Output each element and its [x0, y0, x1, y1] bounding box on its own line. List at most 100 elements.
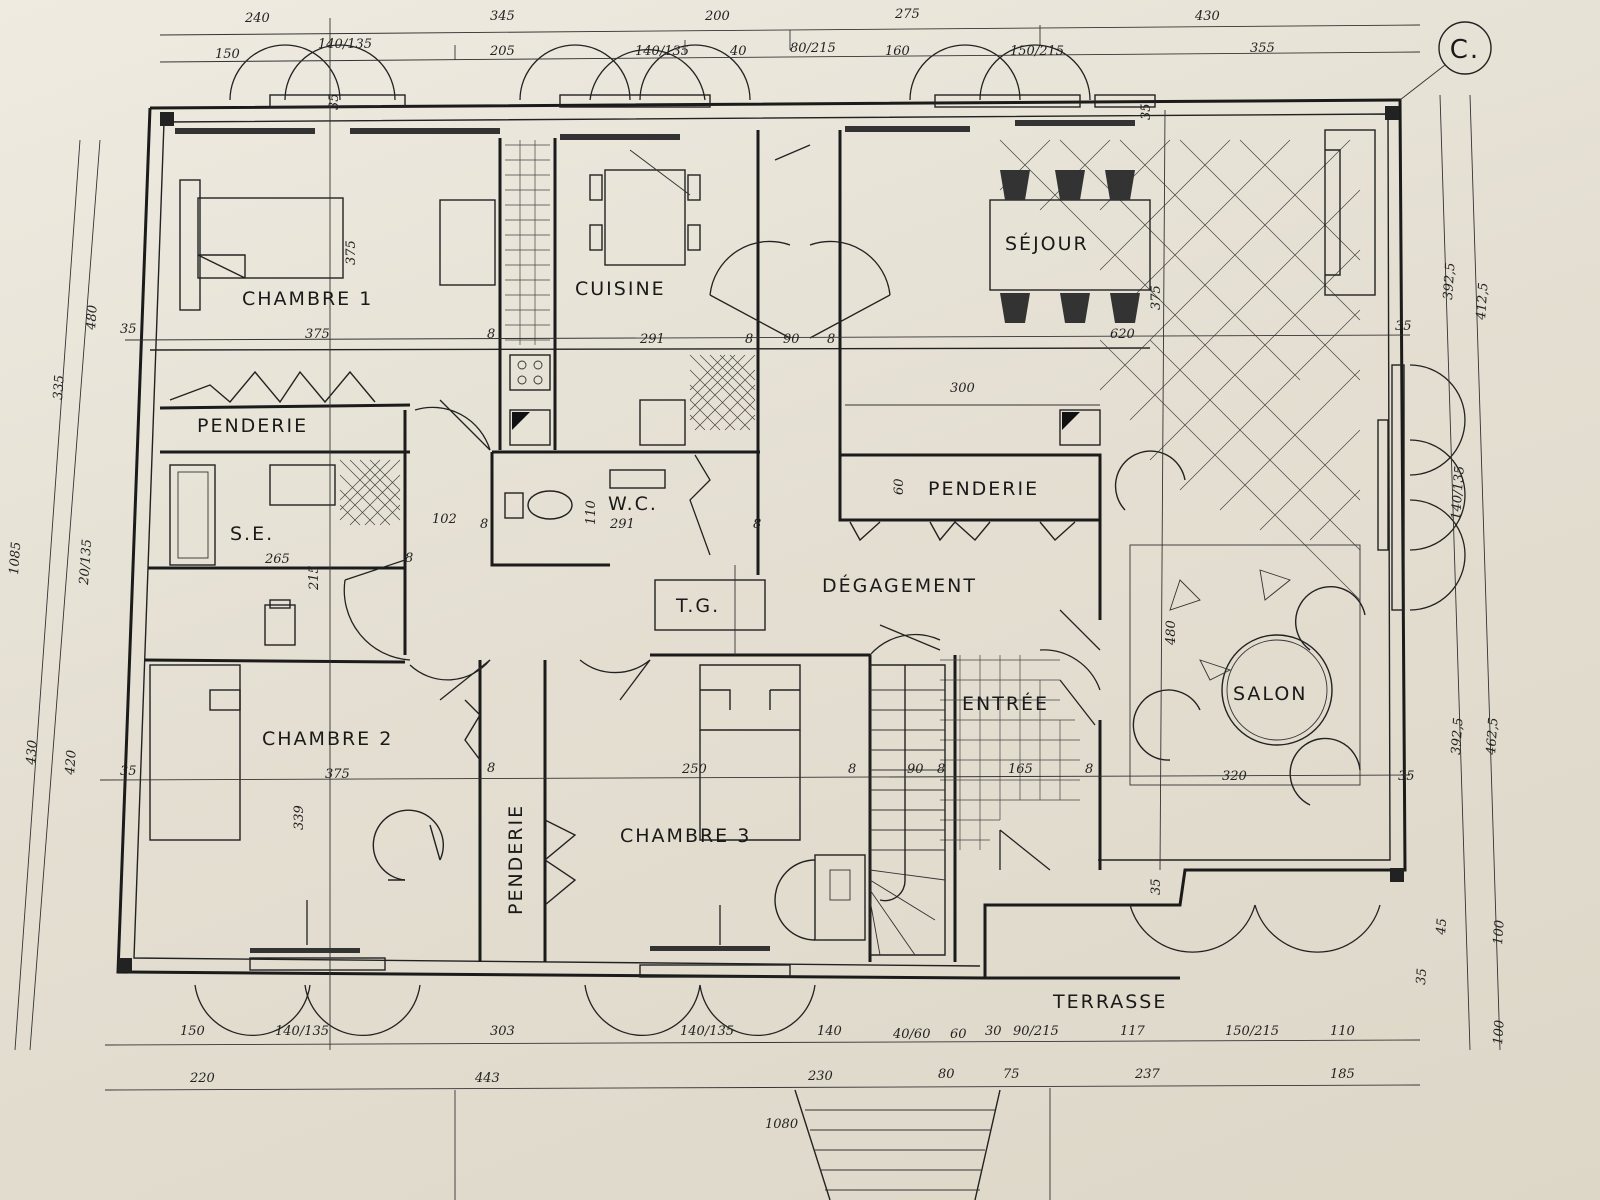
- dim-bot2-2: 443: [474, 1071, 500, 1086]
- staircase: [869, 664, 946, 956]
- dim-int-l-6: 90: [907, 762, 924, 777]
- dim-misc-339: 339: [292, 805, 307, 830]
- dim-top-1: 240: [244, 11, 270, 26]
- dim-misc-480: 480: [1164, 620, 1179, 646]
- dim-int-u-1: 35: [120, 322, 137, 337]
- dim-bot-6: 40/60: [892, 1027, 930, 1042]
- right-windows: [1377, 364, 1466, 611]
- dim-misc-60: 60: [892, 478, 907, 495]
- interior-walls: [144, 130, 1151, 962]
- dim-int-u-7: 8: [827, 332, 835, 347]
- top-windows: [175, 44, 1156, 140]
- label-penderie-2: PENDERIE: [928, 478, 1039, 500]
- dim-int-l-10: 320: [1222, 769, 1247, 784]
- interior-doors: [343, 144, 1101, 871]
- dim-right-1: 392,5: [1441, 262, 1459, 300]
- dim-int-l-5: 8: [848, 762, 856, 777]
- label-chambre-2: CHAMBRE 2: [262, 728, 393, 750]
- dim-top-2: 345: [490, 9, 515, 24]
- wardrobe-doors: [169, 370, 1076, 906]
- dim-left-1: 480: [84, 304, 101, 331]
- dim-int-l-1: 35: [120, 764, 137, 779]
- dim-top2-1: 150: [215, 47, 240, 62]
- label-salon: SALON: [1233, 683, 1308, 705]
- dim-int-u-9: 35: [1395, 319, 1412, 334]
- label-tableau-general: T.G.: [675, 595, 720, 617]
- label-salle-eau: S.E.: [230, 523, 274, 545]
- dim-bot-10: 117: [1120, 1024, 1146, 1039]
- label-sejour: SÉJOUR: [1005, 232, 1089, 255]
- dim-int-l-4: 250: [681, 762, 707, 777]
- dim-bot2-5: 75: [1003, 1067, 1020, 1082]
- dim-right-4: 392,5: [1449, 717, 1467, 755]
- dim-top2-5: 40: [729, 44, 747, 59]
- dim-top2-9: 355: [1250, 41, 1275, 56]
- dim-misc-291: 291: [609, 517, 635, 532]
- dim-misc-35b: 35: [327, 93, 342, 110]
- dim-int-l-8: 165: [1008, 762, 1033, 777]
- dim-bot-2: 140/135: [275, 1024, 329, 1039]
- dim-misc-300: 300: [950, 381, 975, 396]
- dim-misc-375b: 375: [344, 240, 359, 265]
- dim-left-3: 1085: [7, 541, 24, 575]
- kitchen-counter-tiles: [505, 140, 550, 345]
- dim-right-5: 462,5: [1484, 717, 1502, 756]
- exterior-walls: [116, 98, 1407, 980]
- dim-int-u-6: 90: [783, 332, 800, 347]
- dimension-texts: 240 345 200 275 430 150 140/135 205 140/…: [7, 7, 1508, 1132]
- dim-top-5: 430: [1194, 9, 1220, 24]
- dim-misc-215: 215: [307, 565, 322, 591]
- dim-left-2: 335: [51, 374, 68, 400]
- dim-bot-11: 150/215: [1225, 1024, 1279, 1039]
- dim-bot-9: 90/215: [1013, 1024, 1059, 1039]
- dim-left-5: 420: [63, 749, 80, 776]
- label-entree: ENTRÉE: [962, 692, 1049, 715]
- dim-int-l-2: 375: [325, 767, 350, 782]
- section-marker-label: C.: [1450, 35, 1480, 65]
- tg-panel: [654, 579, 766, 631]
- dim-int-l-3: 8: [487, 761, 495, 776]
- dim-bot2-4: 80: [938, 1067, 955, 1082]
- dim-right-7: 100: [1491, 919, 1508, 945]
- hatched-areas: [339, 139, 1361, 850]
- dim-bot2-6: 237: [1134, 1067, 1161, 1082]
- dim-bot-7: 60: [950, 1027, 967, 1042]
- label-penderie-3: PENDERIE: [505, 804, 527, 915]
- dim-int-u-3: 8: [487, 327, 495, 342]
- label-chambre-1: CHAMBRE 1: [242, 288, 373, 310]
- dim-left-6: 430: [24, 739, 41, 766]
- dim-bot2-3: 230: [807, 1069, 833, 1084]
- salon-table: [1221, 634, 1333, 746]
- dim-total-width: 1080: [765, 1117, 798, 1132]
- bottom-openings: [194, 900, 1381, 1036]
- label-chambre-3: CHAMBRE 3: [620, 825, 751, 847]
- salon-rug: [1129, 544, 1361, 786]
- dim-misc-35a: 35: [1139, 103, 1154, 120]
- label-degagement: DÉGAGEMENT: [822, 574, 977, 597]
- exterior-steps: [454, 1088, 1051, 1200]
- dim-int-l-9: 8: [1085, 762, 1093, 777]
- sejour-diagonal-grid: [999, 139, 1361, 601]
- dim-int-l-7: 8: [937, 762, 945, 777]
- dim-bot-8: 30: [985, 1024, 1002, 1039]
- dim-top2-7: 160: [885, 44, 910, 59]
- dim-misc-265: 265: [264, 552, 290, 567]
- dim-misc-375a: 375: [1149, 285, 1164, 310]
- dim-bot2-7: 185: [1330, 1067, 1355, 1082]
- dim-top2-4: 140/135: [635, 44, 689, 59]
- label-terrasse: TERRASSE: [1052, 991, 1167, 1013]
- dim-int-u-2: 375: [305, 327, 330, 342]
- dim-bot2-1: 220: [189, 1071, 215, 1086]
- dim-right-6: 45: [1434, 918, 1450, 937]
- dim-top-3: 200: [704, 9, 730, 24]
- dim-int-l-11: 35: [1398, 769, 1415, 784]
- dim-int-u-8: 620: [1110, 327, 1135, 342]
- dim-int-u-4: 291: [639, 332, 665, 347]
- dim-misc-102: 102: [432, 512, 457, 527]
- label-cuisine: CUISINE: [575, 278, 666, 300]
- furniture: [149, 129, 1376, 941]
- dim-right-3: 140/135: [1449, 465, 1468, 520]
- label-penderie-1: PENDERIE: [197, 415, 308, 437]
